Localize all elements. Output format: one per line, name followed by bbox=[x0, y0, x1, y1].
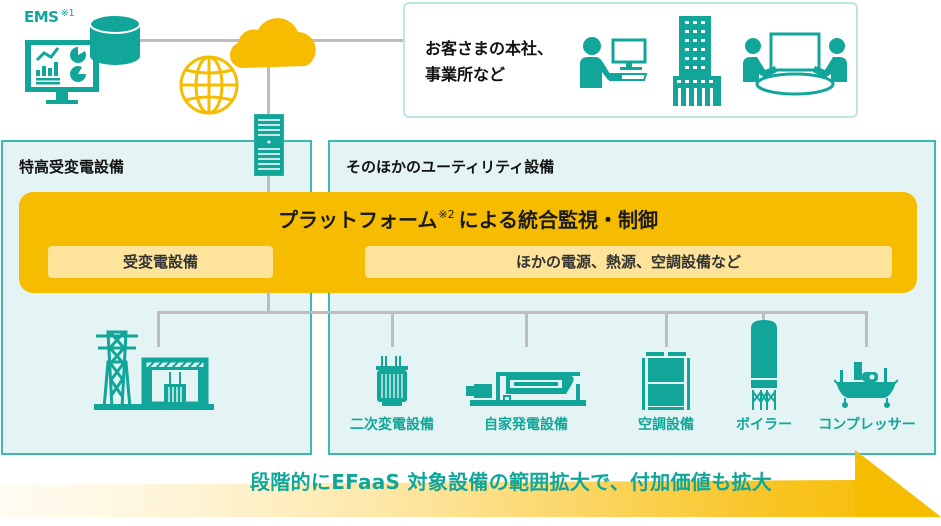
drop-air-conditioning bbox=[665, 311, 668, 347]
air-conditioner-icon bbox=[642, 352, 690, 410]
platform-title-main: プラットフォーム bbox=[277, 208, 438, 232]
globe-icon bbox=[179, 55, 239, 115]
compressor-icon bbox=[834, 362, 898, 408]
customer-site-label: お客さまの本社、 事業所など bbox=[425, 36, 553, 88]
office-worker-icon bbox=[580, 37, 648, 88]
drop-substation bbox=[157, 311, 160, 347]
database-icon bbox=[89, 14, 141, 65]
pill-other-equipment: ほかの電源、熱源、空調設備など bbox=[365, 246, 892, 278]
equipment-label-secondary-substation: 二次変電設備 bbox=[350, 417, 434, 433]
customer-site-panel: お客さまの本社、 事業所など bbox=[403, 2, 858, 118]
ems-label: EMS※1 bbox=[24, 8, 75, 26]
ems-monitor-icon bbox=[25, 40, 99, 104]
arrow-tip bbox=[855, 450, 941, 517]
section-title-right: そのほかのユーティリティ設備 bbox=[346, 158, 555, 176]
drop-generator bbox=[525, 311, 528, 347]
office-building-icon bbox=[673, 16, 721, 106]
section-title-left: 特高受変電設備 bbox=[19, 158, 125, 176]
connector-cloud-server bbox=[267, 55, 270, 120]
equipment-bus-line bbox=[157, 311, 868, 314]
ems-text: EMS bbox=[24, 8, 59, 26]
platform-title-sub: による統合監視・制御 bbox=[458, 208, 659, 232]
drop-compressor bbox=[865, 311, 868, 347]
drop-secondary-substation bbox=[391, 311, 394, 347]
substation-tower-icon bbox=[94, 330, 214, 410]
arrow-shape bbox=[0, 450, 941, 517]
equipment-label-compressor: コンプレッサー bbox=[818, 417, 916, 433]
connector-server-platform bbox=[267, 170, 270, 200]
meeting-icon bbox=[743, 32, 847, 96]
customer-line-1: お客さまの本社、 bbox=[425, 39, 554, 58]
drop-boiler bbox=[762, 311, 765, 321]
equipment-label-air-conditioning: 空調設備 bbox=[638, 417, 694, 433]
equipment-label-boiler: ボイラー bbox=[736, 417, 792, 433]
ems-footnote-mark: ※1 bbox=[60, 8, 75, 19]
connector-platform-bus bbox=[267, 292, 270, 313]
transformer-icon bbox=[376, 356, 408, 406]
expansion-message: 段階的にEFaaS 対象設備の範囲拡大で、付加価値も拡大 bbox=[250, 470, 773, 494]
equipment-label-generator: 自家発電設備 bbox=[484, 417, 568, 433]
platform-footnote-mark: ※2 bbox=[438, 208, 455, 221]
pill-substation-equipment: 受変電設備 bbox=[48, 246, 273, 278]
customer-line-2: 事業所など bbox=[425, 65, 506, 84]
cloud-icon bbox=[229, 18, 316, 68]
expansion-arrow-banner bbox=[0, 450, 941, 517]
server-icon bbox=[254, 114, 284, 176]
boiler-icon bbox=[751, 320, 777, 410]
generator-icon bbox=[466, 372, 586, 406]
